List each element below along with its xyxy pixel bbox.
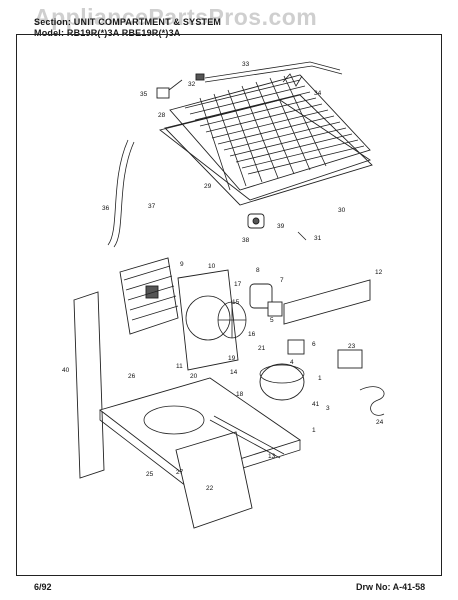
callout-11: 11 (176, 363, 183, 370)
callout-21: 21 (258, 345, 266, 352)
callout-34: 34 (314, 90, 322, 97)
side-strip-40 (73, 291, 105, 479)
callout-4: 4 (290, 359, 294, 366)
callout-26: 26 (128, 373, 136, 380)
relay-35 (156, 87, 170, 99)
screw-31 (297, 231, 307, 241)
callout-18: 18 (236, 391, 244, 398)
callout-27: 27 (176, 469, 184, 476)
top-tube (204, 61, 341, 79)
callout-1: 1 (318, 375, 322, 382)
callout-13: 13 (268, 453, 276, 460)
callout-37: 37 (148, 203, 156, 210)
fan-blade (217, 301, 247, 339)
fan-motor (249, 283, 273, 309)
condenser-9 (119, 257, 179, 335)
callout-36: 36 (102, 205, 110, 212)
callout-41: 41 (312, 401, 320, 408)
callout-22: 22 (206, 485, 214, 492)
rail-13 (209, 415, 285, 459)
callout-6: 6 (312, 341, 316, 348)
callout-24: 24 (376, 419, 384, 426)
callout-31: 31 (314, 235, 322, 242)
callout-10: 10 (208, 263, 216, 270)
callout-9: 9 (180, 261, 184, 268)
tube-36-37 (107, 139, 129, 246)
callout-33: 33 (242, 61, 250, 68)
callout-29: 29 (204, 183, 212, 190)
callout-38: 38 (242, 237, 250, 244)
panel-12 (283, 279, 371, 325)
callout-20: 20 (190, 373, 198, 380)
callout-labels: 33 32 35 34 28 29 30 36 37 38 39 31 9 10… (62, 61, 384, 492)
callout-23: 23 (348, 343, 356, 350)
callout-17: 17 (234, 281, 242, 288)
callout-16: 16 (248, 331, 256, 338)
condenser-coil (158, 74, 372, 201)
overload-23 (337, 349, 363, 369)
footer-date: 6/92 (34, 582, 52, 592)
callout-35: 35 (140, 91, 148, 98)
callout-5: 5 (270, 317, 274, 324)
callout-2: 1 (312, 427, 316, 434)
callout-14: 14 (230, 369, 238, 376)
callout-28: 28 (158, 112, 166, 119)
access-panel-22 (175, 431, 253, 529)
callout-30: 30 (338, 207, 346, 214)
callout-32: 32 (188, 81, 196, 88)
fan-shroud-10 (177, 269, 239, 371)
callout-39: 39 (277, 223, 285, 230)
base-pan (99, 377, 302, 487)
callout-8: 8 (256, 267, 260, 274)
compressor (259, 363, 305, 401)
clip-32 (195, 73, 205, 81)
watermark: AppliancePartsPros.com (34, 4, 318, 30)
callout-40: 40 (62, 367, 70, 374)
wire-34 (282, 73, 303, 87)
diagram-frame (16, 34, 442, 576)
callout-15: 15 (232, 299, 240, 306)
callout-12: 12 (375, 269, 383, 276)
callout-19: 19 (228, 355, 236, 362)
callout-7: 7 (280, 277, 284, 284)
power-cord-24 (359, 386, 385, 416)
drain-pan (164, 94, 373, 206)
footer-drawing-number: Drw No: A-41-58 (356, 582, 426, 592)
section-title: Section: UNIT COMPARTMENT & SYSTEM (34, 17, 222, 27)
callout-25: 25 (146, 471, 154, 478)
relay-6 (287, 339, 305, 355)
model-title: Model: RB19R(*)3A RBE19R(*)3A (34, 28, 181, 38)
callout-3: 3 (326, 405, 330, 412)
